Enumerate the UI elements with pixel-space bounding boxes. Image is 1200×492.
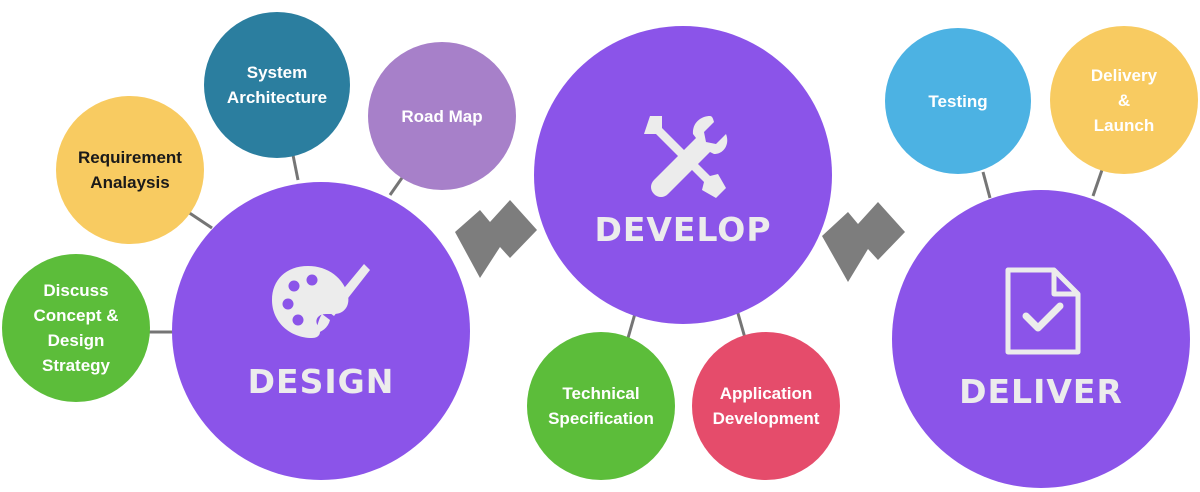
connector-requirement-analysis [187, 210, 213, 230]
bubble-delivery-launch[interactable]: Delivery & Launch [1050, 26, 1198, 174]
bubble-requirement-analysis-label: Requirement Analaysis [78, 148, 182, 192]
bubble-application-development[interactable]: Application Development [692, 332, 840, 480]
develop-label: DEVELOP [594, 210, 772, 249]
bubble-application-development-label: Application Development [712, 384, 820, 428]
bubble-discuss-concept-label: Discuss Concept & Design Strategy [33, 281, 119, 375]
bubble-system-architecture-label: System Architecture [226, 63, 328, 107]
palette-icon [272, 264, 370, 338]
bubble-delivery-launch-label: Delivery & Launch [1090, 65, 1158, 135]
arrow-develop-to-deliver [822, 202, 905, 282]
bubble-technical-specification[interactable]: Technical Specification [527, 332, 675, 480]
document-check-icon [1005, 267, 1081, 355]
bubble-discuss-concept[interactable]: Discuss Concept & Design Strategy [2, 254, 150, 402]
arrow-design-to-develop [455, 200, 537, 278]
tools-icon [644, 116, 728, 198]
connector-delivery-launch [1091, 169, 1104, 197]
bubble-requirement-analysis[interactable]: Requirement Analaysis [56, 96, 204, 244]
bubble-testing[interactable]: Testing [885, 28, 1031, 174]
connector-testing [981, 171, 992, 199]
design-label: DESIGN [247, 362, 395, 401]
deliver-label: DELIVER [959, 372, 1123, 411]
connector-application-development [735, 309, 747, 339]
bubble-system-architecture[interactable]: System Architecture [204, 12, 350, 158]
bubble-road-map-label: Road Map [401, 106, 483, 126]
bubble-road-map[interactable]: Road Map [368, 42, 516, 190]
bubble-technical-specification-label: Technical Specification [548, 384, 654, 428]
deliver-circle[interactable] [892, 190, 1190, 488]
bubble-testing-label: Testing [928, 91, 988, 111]
